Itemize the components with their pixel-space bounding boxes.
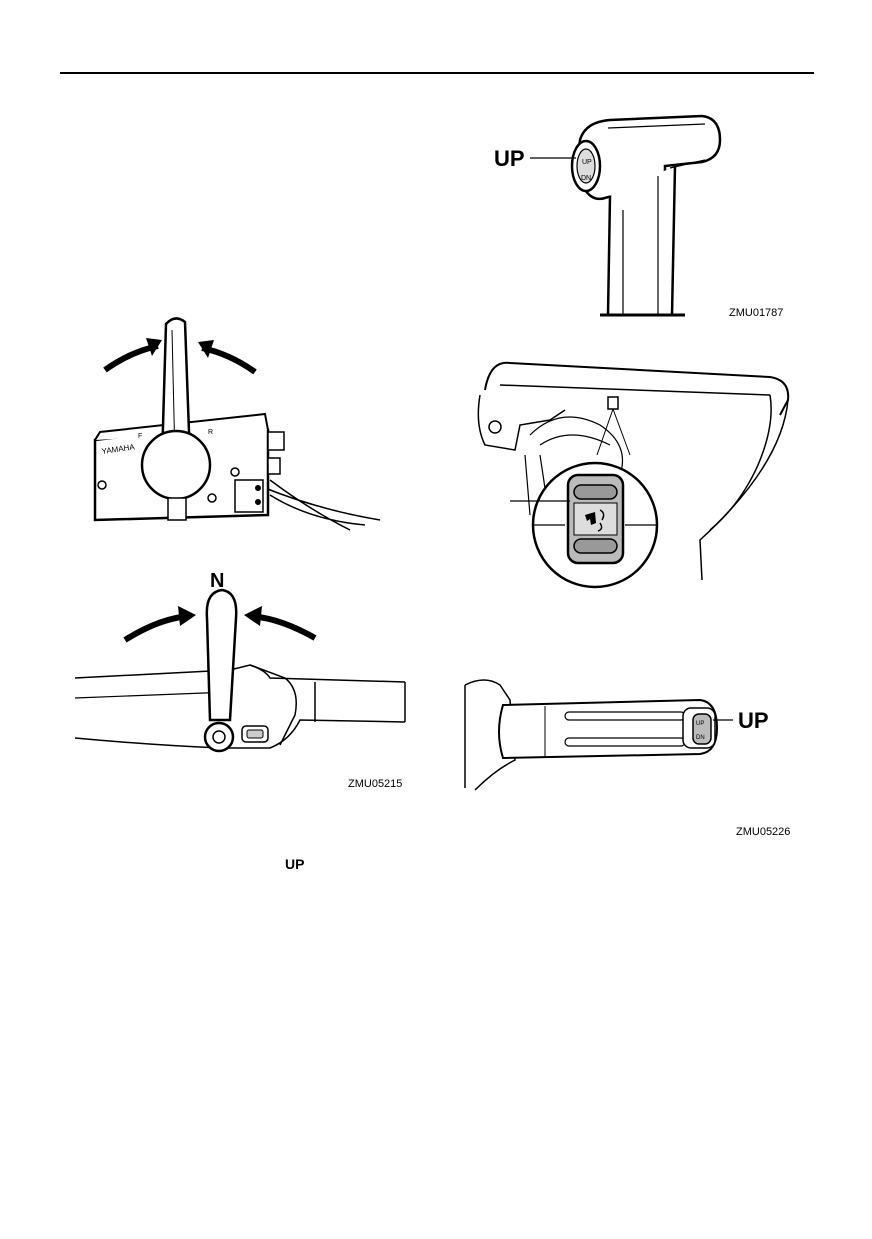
figure-code-tilt-handle: ZMU01787 <box>729 307 784 319</box>
cowling-switch-figure <box>477 361 790 589</box>
grip-switch-up-text: UP <box>696 721 704 727</box>
tiller-neutral-figure <box>74 588 406 753</box>
remote-control-figure: YAMAHA F R <box>93 317 380 531</box>
figure-code-tiller-neutral: ZMU05215 <box>348 778 403 790</box>
body-up-word: UP <box>285 856 305 872</box>
tilt-handle-figure: UP DN <box>530 114 722 317</box>
remote-mark-r: R <box>208 429 213 436</box>
tiller-grip-figure: UP DN <box>464 679 733 791</box>
switch-dn-text: DN <box>581 175 591 182</box>
tilt-handle-up-label: UP <box>494 146 525 171</box>
remote-mark-f: F <box>138 433 142 440</box>
grip-switch-dn-text: DN <box>696 735 705 741</box>
switch-up-text: UP <box>582 159 592 166</box>
figure-code-tiller-grip: ZMU05226 <box>736 826 791 838</box>
tiller-grip-up-label: UP <box>738 708 769 733</box>
header-rule <box>60 72 814 74</box>
neutral-label: N <box>210 570 225 592</box>
